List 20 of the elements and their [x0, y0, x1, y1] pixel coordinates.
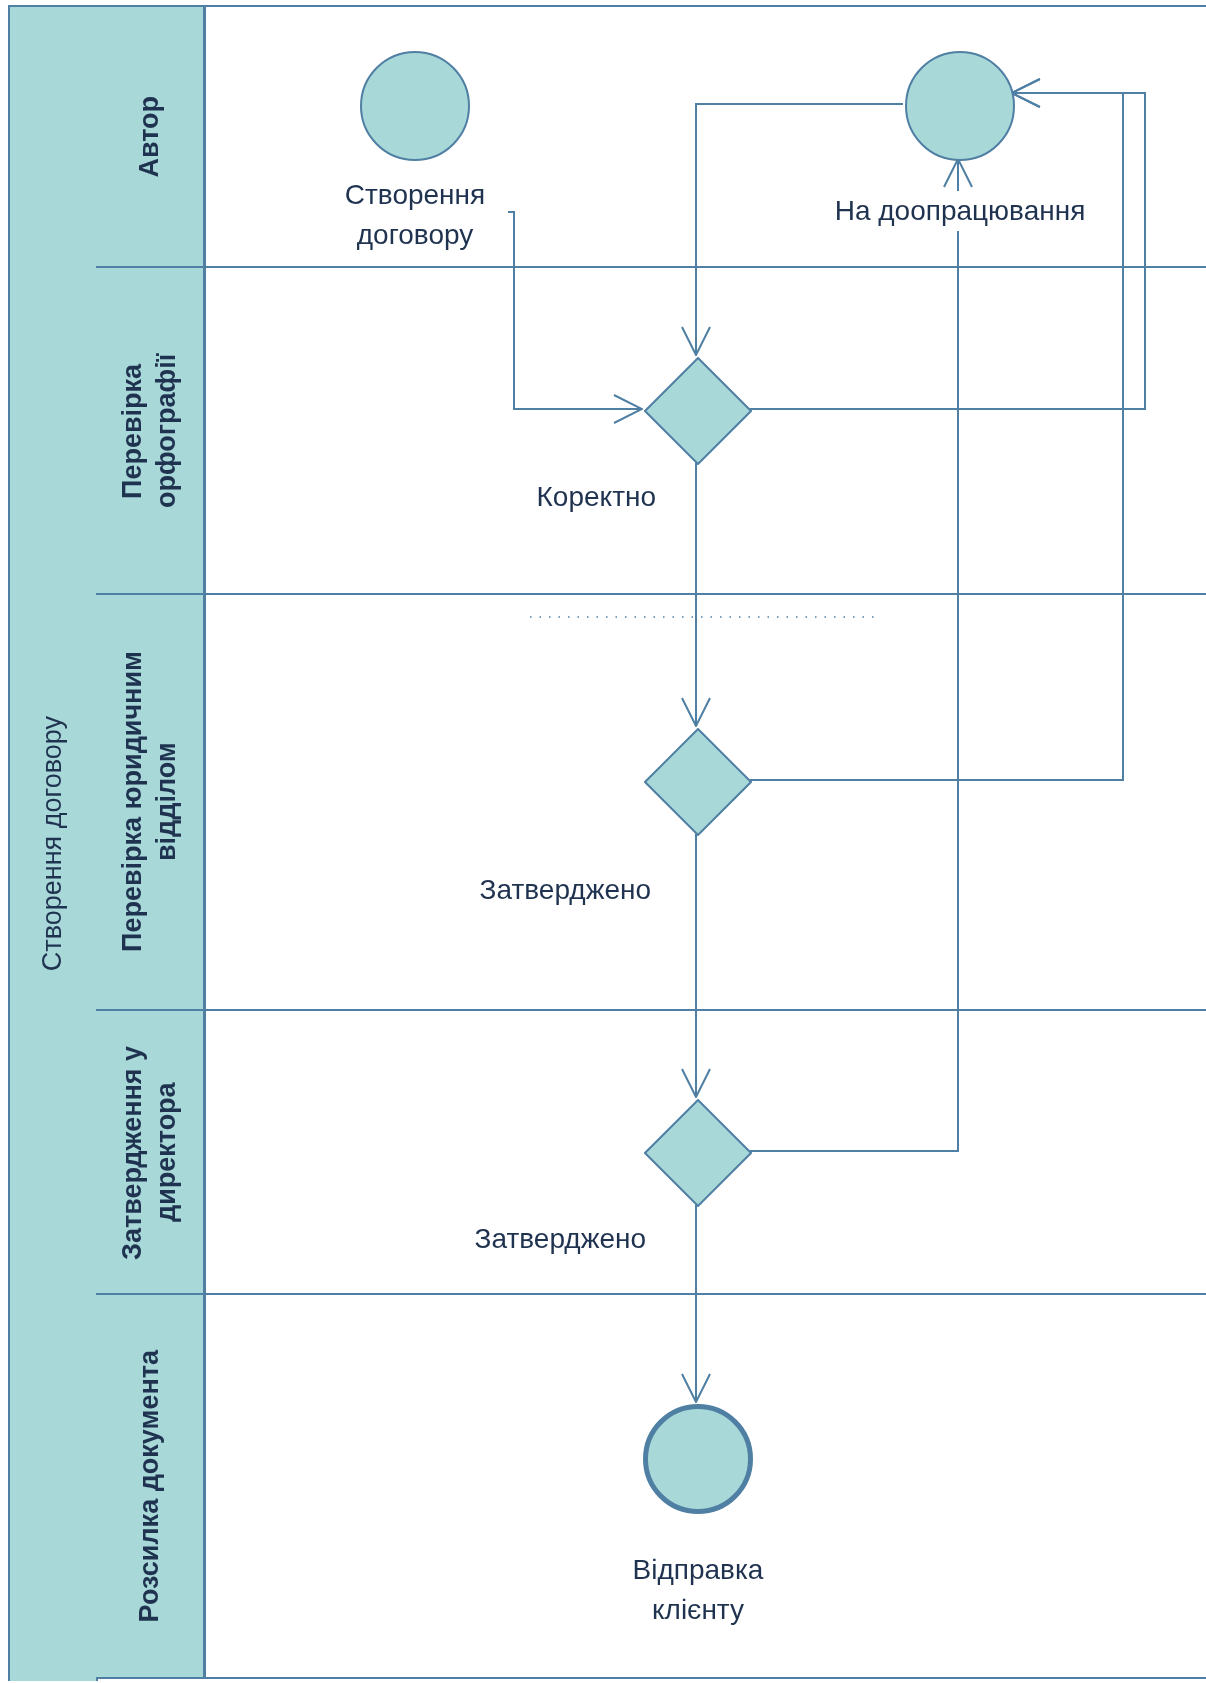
node-label: Створення договору — [343, 178, 487, 252]
swimlane — [96, 268, 1206, 595]
swimlane — [96, 595, 1206, 1011]
swimlane — [96, 1295, 1206, 1679]
arrow — [749, 78, 1124, 781]
arrow — [749, 158, 973, 1152]
lane-title: Затвердження у директора — [115, 1043, 182, 1262]
swimlane — [96, 7, 1206, 268]
arrow — [681, 1204, 711, 1403]
arrow — [507, 211, 643, 424]
lane-title: Перевірка орфографії — [115, 352, 182, 510]
lane-title: Розсилка документа — [132, 1349, 165, 1623]
lane-title: Перевірка юридичним відділом — [115, 650, 182, 955]
lane-title: Автор — [132, 95, 165, 178]
node-label: Відправка клієнту — [631, 1553, 765, 1627]
arrow — [681, 833, 711, 1098]
arrow — [681, 462, 711, 727]
arrow — [681, 103, 904, 356]
pool-title: Створення договору — [36, 716, 69, 972]
pool-frame — [8, 5, 1206, 1681]
